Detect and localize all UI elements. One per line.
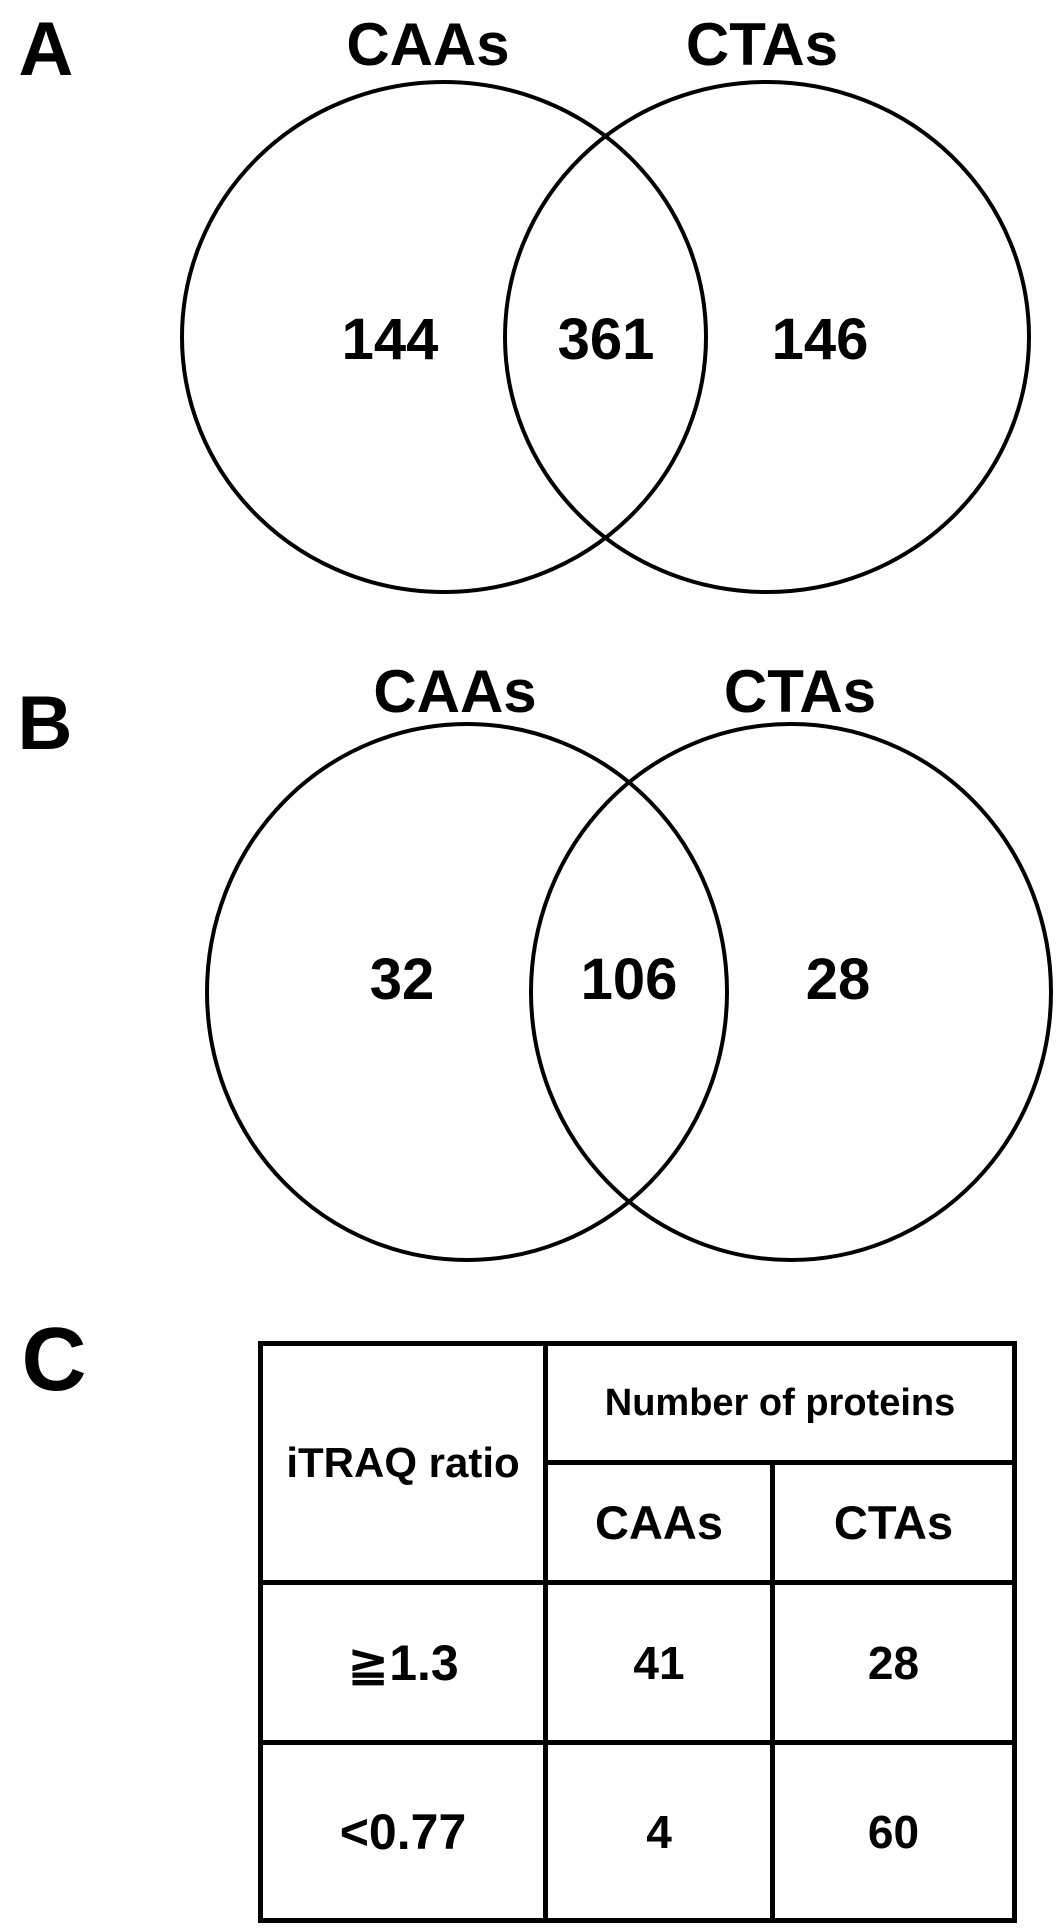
table-caas-header-cell: CAAs [543, 1460, 775, 1585]
table-row: <0.77 4 60 [258, 1740, 1017, 1923]
panel-a-left-only-count: 144 [341, 307, 439, 372]
table-ratio-cell: ≧1.3 [258, 1580, 548, 1745]
table-subheader-row: CAAs CTAs [261, 1460, 1017, 1585]
table-group-header-cell: Number of proteins [543, 1341, 1017, 1465]
panel-b-left-set-label: CAAs [373, 658, 537, 725]
table-corner-header-cell: iTRAQ ratio [258, 1341, 548, 1585]
table-value-cell: 60 [770, 1740, 1017, 1923]
table-value-cell: 41 [543, 1580, 775, 1745]
table-ctas-header-cell: CTAs [770, 1460, 1017, 1585]
panel-a-right-only-count: 146 [771, 307, 869, 372]
table-ratio-cell: <0.77 [258, 1740, 548, 1923]
panel-b-letter: B [17, 681, 73, 766]
table-group-header-row: iTRAQ ratio Number of proteins [258, 1341, 1017, 1585]
itraq-ratio-table: iTRAQ ratio Number of proteins CAAs CTAs… [258, 1341, 1017, 1923]
panel-b-overlap-count: 106 [580, 947, 678, 1012]
venn-b-right-circle [529, 722, 1053, 1262]
panel-b-left-only-count: 32 [369, 947, 435, 1012]
panel-a-left-set-label: CAAs [346, 11, 510, 78]
panel-a-right-set-label: CTAs [685, 11, 839, 78]
panel-a-overlap-count: 361 [557, 307, 655, 372]
venn-b-left-circle [205, 722, 729, 1262]
table-row: ≧1.3 41 28 [258, 1580, 1017, 1745]
panel-b-right-set-label: CTAs [723, 658, 877, 725]
venn-a-left-circle [180, 80, 708, 594]
venn-a-right-circle [503, 80, 1031, 594]
panel-b-right-only-count: 28 [805, 947, 871, 1012]
table-value-cell: 28 [770, 1580, 1017, 1745]
panel-a-letter: A [18, 7, 74, 92]
table-value-cell: 4 [543, 1740, 775, 1923]
panel-c-letter: C [21, 1310, 87, 1410]
